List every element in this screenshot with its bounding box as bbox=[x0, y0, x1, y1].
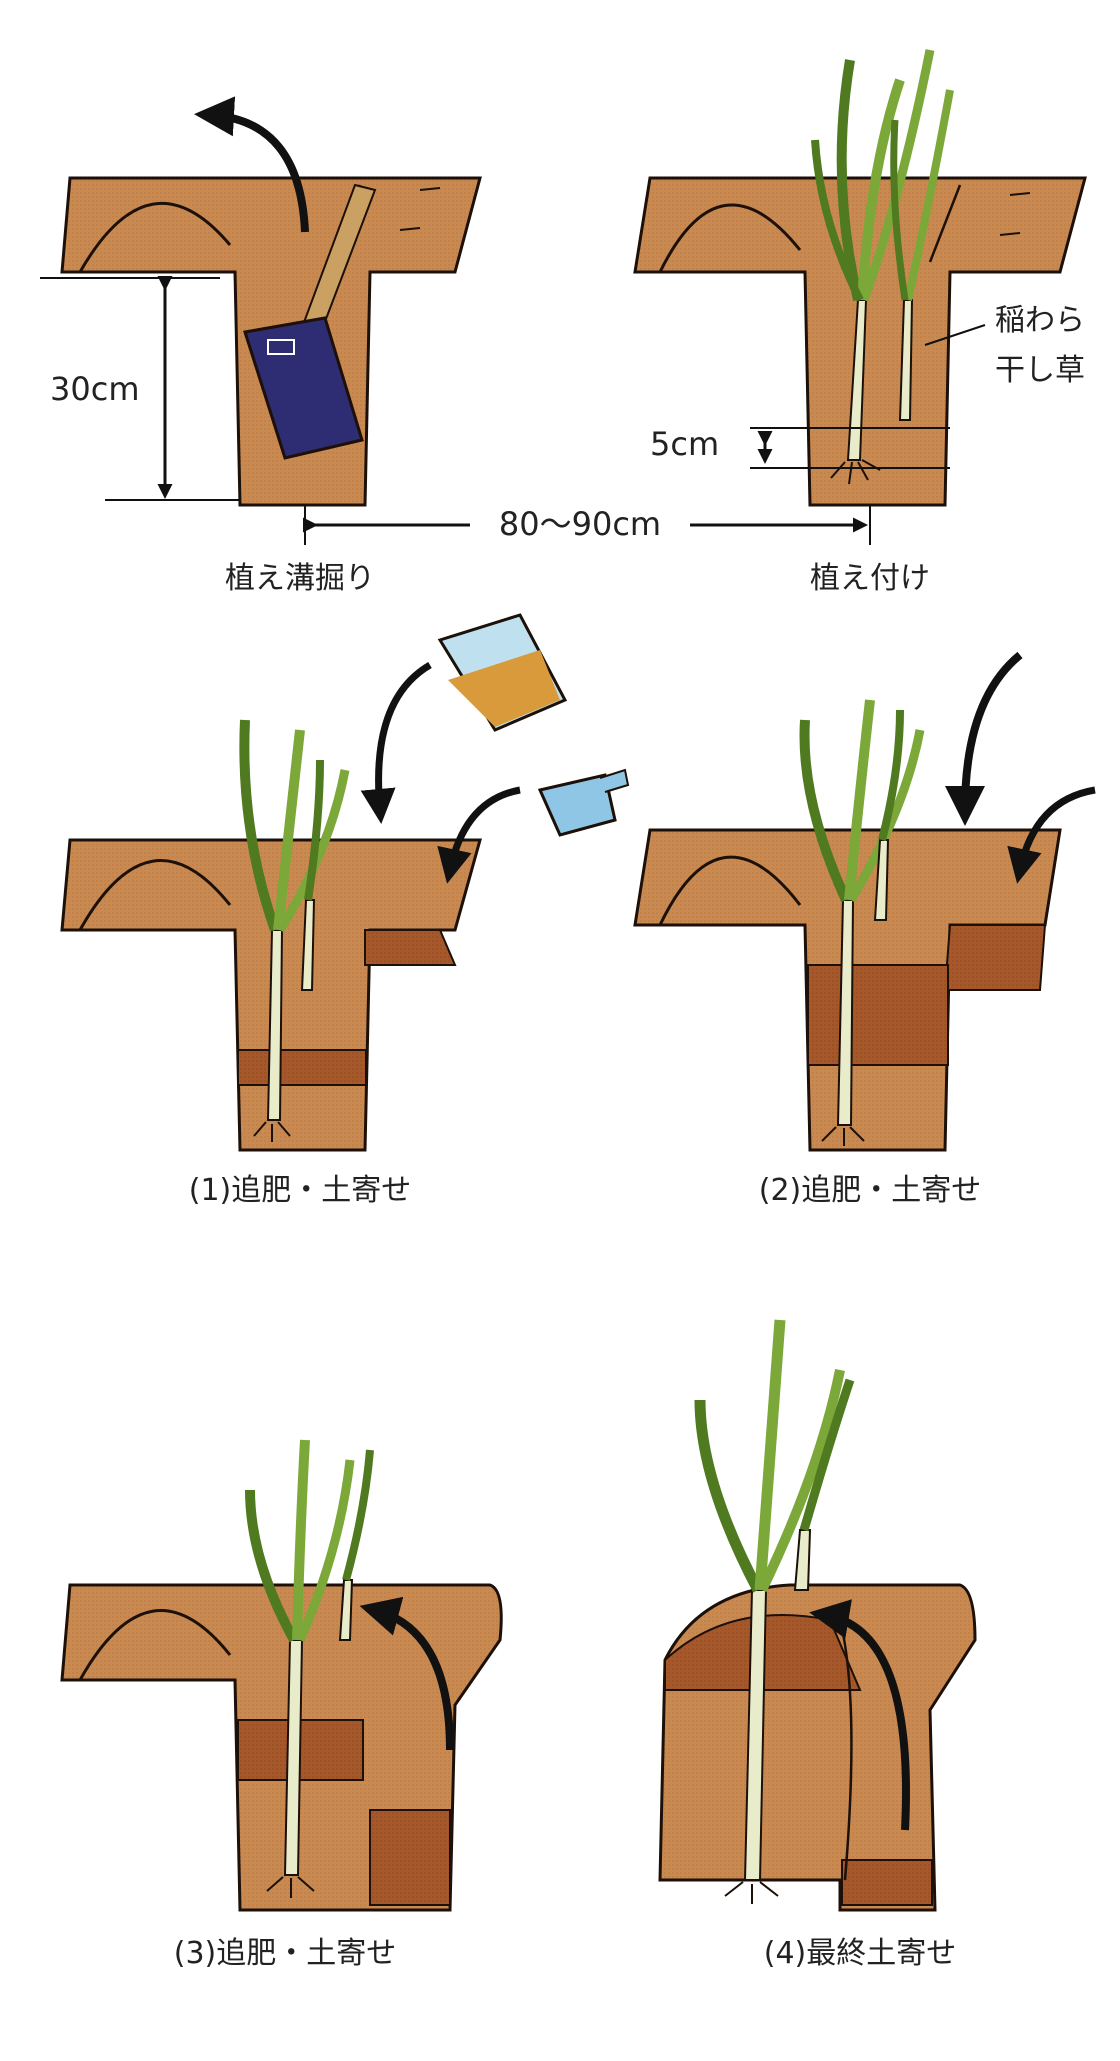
straw-label-line2: 干し草 bbox=[995, 353, 1085, 388]
soil-layer bbox=[841, 1859, 933, 1906]
arrow-icon bbox=[359, 1596, 454, 1751]
panel-trench-digging: 30cm 植え溝掘り bbox=[40, 96, 482, 596]
spacing-measure: 80〜90cm bbox=[303, 505, 871, 545]
straw-label-line1: 稲わら bbox=[995, 303, 1085, 338]
step-caption: 植え付け bbox=[810, 561, 930, 596]
spacing-label: 80〜90cm bbox=[499, 505, 661, 543]
arrow-icon bbox=[945, 651, 1023, 826]
arrow-icon bbox=[360, 661, 432, 824]
step-caption: (2)追肥・土寄せ bbox=[759, 1173, 982, 1208]
leek-plant-icon bbox=[811, 49, 954, 485]
planting-depth-label: 5cm bbox=[650, 425, 719, 463]
scoop-icon bbox=[537, 768, 630, 837]
depth-label: 30cm bbox=[50, 370, 139, 408]
panel-planting: 稲わら 干し草 5cm 植え付け bbox=[633, 49, 1087, 596]
panel-step-3: (3)追肥・土寄せ bbox=[60, 1439, 503, 1971]
soil-layer bbox=[369, 1809, 451, 1906]
step-caption: 植え溝掘り bbox=[225, 561, 375, 596]
step-caption: (3)追肥・土寄せ bbox=[174, 1936, 397, 1971]
arrow-icon bbox=[194, 96, 309, 233]
leek-plant-icon bbox=[694, 1319, 855, 1904]
step-caption: (1)追肥・土寄せ bbox=[189, 1173, 412, 1208]
soil-layer bbox=[807, 964, 949, 1066]
leek-plant-icon bbox=[245, 1439, 374, 1898]
soil-layer bbox=[237, 1049, 367, 1086]
panel-step-1: (1)追肥・土寄せ bbox=[60, 613, 630, 1208]
arrow-icon bbox=[437, 786, 521, 884]
arrow-icon bbox=[1007, 786, 1096, 884]
fertilizer-bag-icon bbox=[437, 613, 568, 732]
leek-plant-icon bbox=[239, 719, 350, 1142]
shovel-icon bbox=[243, 183, 377, 460]
panel-step-4: (4)最終土寄せ bbox=[658, 1319, 977, 1971]
leek-plant-icon bbox=[799, 699, 925, 1146]
panel-step-2: (2)追肥・土寄せ bbox=[633, 651, 1096, 1208]
step-caption: (4)最終土寄せ bbox=[764, 1936, 957, 1971]
arrow-icon bbox=[809, 1599, 910, 1831]
